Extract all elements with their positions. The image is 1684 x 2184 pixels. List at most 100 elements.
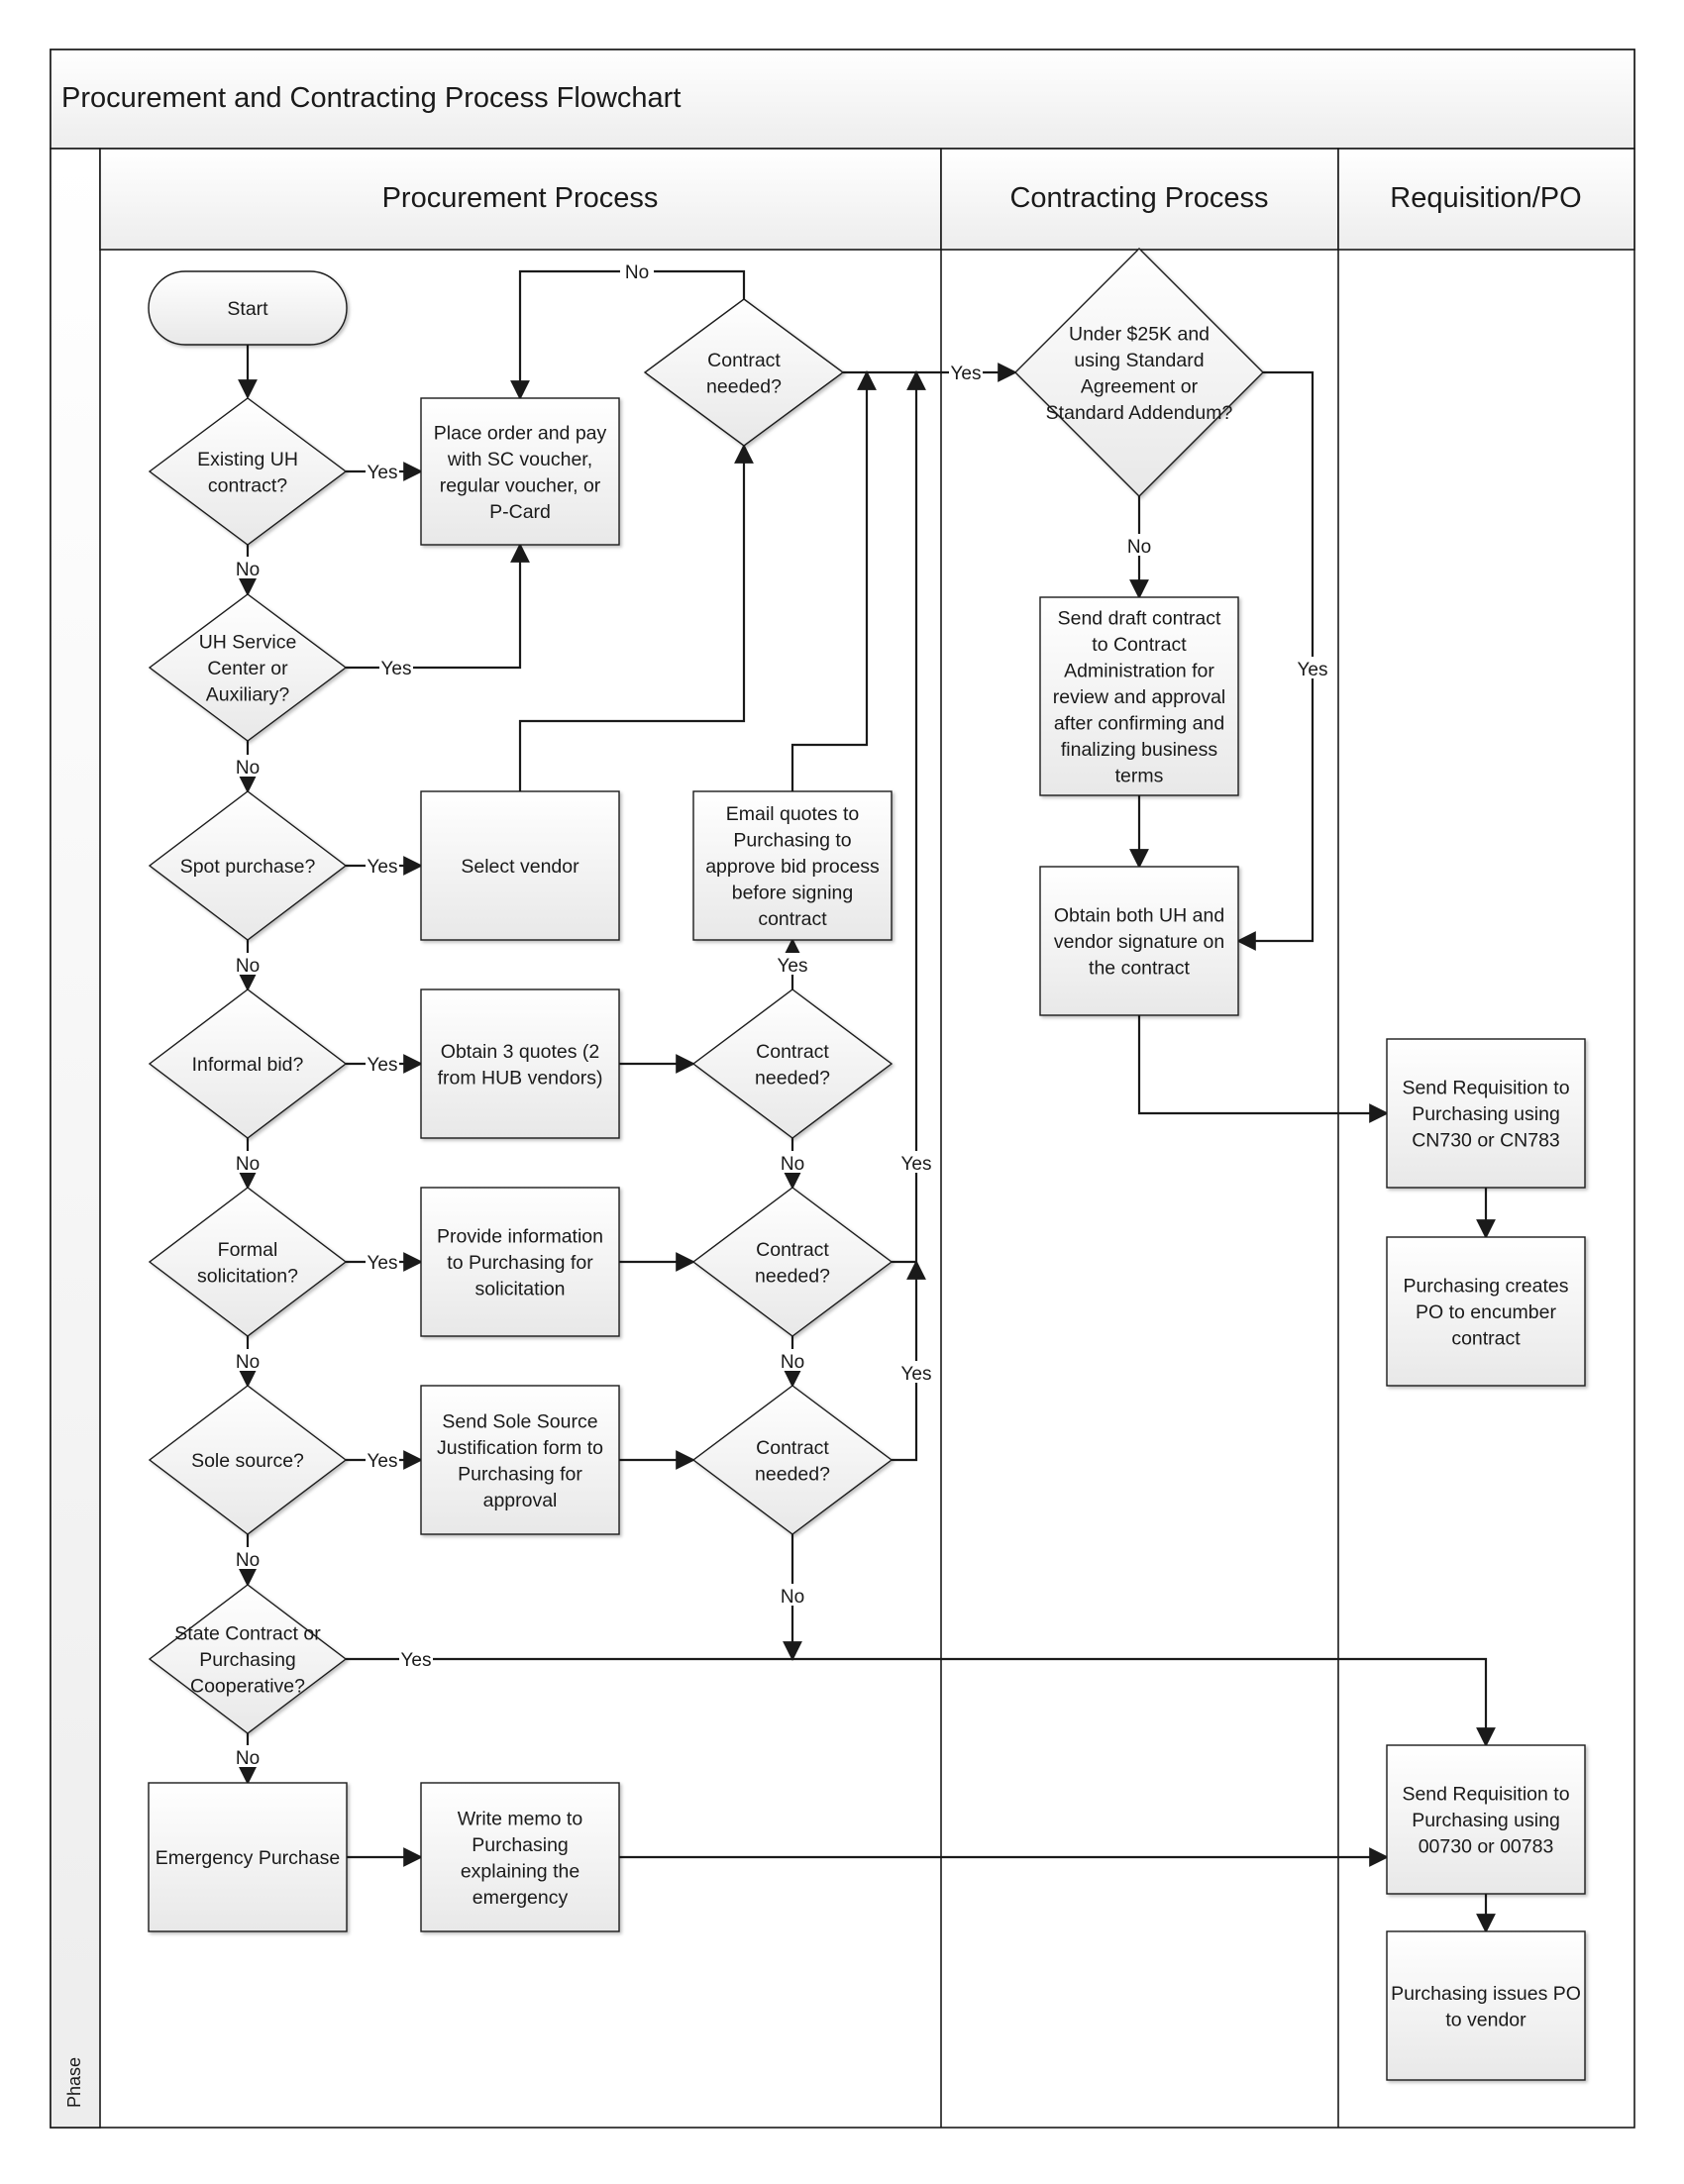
decision-diamond	[148, 1187, 348, 1337]
connector-formal-contract-yes	[892, 370, 926, 1264]
edge-label-no: No	[231, 557, 264, 580]
node-emergency: Emergency Purchase	[148, 1782, 348, 1932]
connector-select-vendor-to-top	[518, 444, 754, 791]
edge-label-text: Yes	[901, 1364, 932, 1385]
decision-diamond	[643, 298, 845, 447]
connector-signature-to-req	[1137, 1015, 1389, 1123]
process-box	[420, 1782, 620, 1932]
edge-label-no: No	[776, 1349, 809, 1373]
process-box	[1386, 1930, 1586, 2081]
process-box	[420, 790, 620, 941]
edge-label-text: Yes	[901, 1154, 932, 1175]
process-box	[420, 397, 620, 546]
lane-header-procurement	[99, 148, 942, 251]
edge-label-yes: Yes	[366, 1448, 399, 1472]
terminator-shape	[148, 270, 348, 346]
node-start: Start	[148, 270, 348, 346]
process-box	[148, 1782, 348, 1932]
edge-label-no: No	[776, 1584, 809, 1608]
edge-label-text: No	[236, 1352, 260, 1373]
edge-label-yes: Yes	[366, 460, 399, 483]
edge-label-no: No	[231, 1151, 264, 1175]
connector-state-yes	[346, 1657, 1496, 1747]
edge-label-text: Yes	[778, 956, 808, 977]
process-box	[1386, 1038, 1586, 1189]
diagram-frame: Procurement and Contracting Process Flow…	[50, 49, 1635, 2129]
decision-diamond	[148, 790, 348, 941]
edge-label-text: No	[236, 560, 260, 580]
edge-label-text: No	[236, 1748, 260, 1769]
node-d-informal: Informal bid?	[148, 988, 348, 1139]
lane-title-contracting: Contracting Process	[1009, 182, 1268, 214]
node-label: Informal bid?	[192, 1054, 304, 1076]
lane-title-requisition: Requisition/PO	[1390, 182, 1581, 214]
edge-label-yes: Yes	[949, 361, 983, 384]
edge-label-no: No	[231, 953, 264, 977]
diagram-title: Procurement and Contracting Process Flow…	[61, 82, 681, 114]
node-label: Select vendor	[461, 856, 579, 878]
edge-label-text: Yes	[1298, 660, 1328, 680]
edge-label-yes: Yes	[366, 854, 399, 878]
edge-label-text: No	[1127, 537, 1151, 558]
edge-label-text: Yes	[951, 364, 982, 384]
edge-label-yes: Yes	[899, 1151, 933, 1175]
process-box	[1039, 596, 1239, 796]
edge-label-yes: Yes	[1296, 657, 1329, 680]
lane-title-procurement: Procurement Process	[382, 182, 659, 214]
edge-label-no: No	[776, 1151, 809, 1175]
decision-diamond	[148, 988, 348, 1139]
node-label: Spot purchase?	[180, 856, 316, 878]
connector-email-to-top	[790, 370, 877, 791]
edge-label-text: No	[236, 1154, 260, 1175]
decision-diamond	[148, 397, 348, 546]
edge-label-text: No	[781, 1154, 804, 1175]
node-select-vendor: Select vendor	[420, 790, 620, 941]
edge-label-text: Yes	[368, 1055, 398, 1076]
decision-diamond	[148, 1385, 348, 1535]
edge-label-no: No	[231, 1349, 264, 1373]
decision-diamond	[691, 1187, 894, 1337]
edge-label-text: No	[781, 1352, 804, 1373]
decision-diamond	[691, 988, 894, 1139]
edge-label-text: Yes	[381, 659, 412, 679]
edge-label-yes: Yes	[899, 1361, 933, 1385]
edge-labels: YesNoYesNoYesNoYesNoYesNoYesNoYesNoYesNo…	[231, 260, 1329, 1769]
edge-label-yes: Yes	[379, 656, 413, 679]
edge-label-text: Yes	[368, 463, 398, 483]
edge-label-text: No	[625, 262, 649, 283]
node-d-sole: Sole source?	[148, 1385, 348, 1535]
edge-label-text: Yes	[368, 1253, 398, 1274]
